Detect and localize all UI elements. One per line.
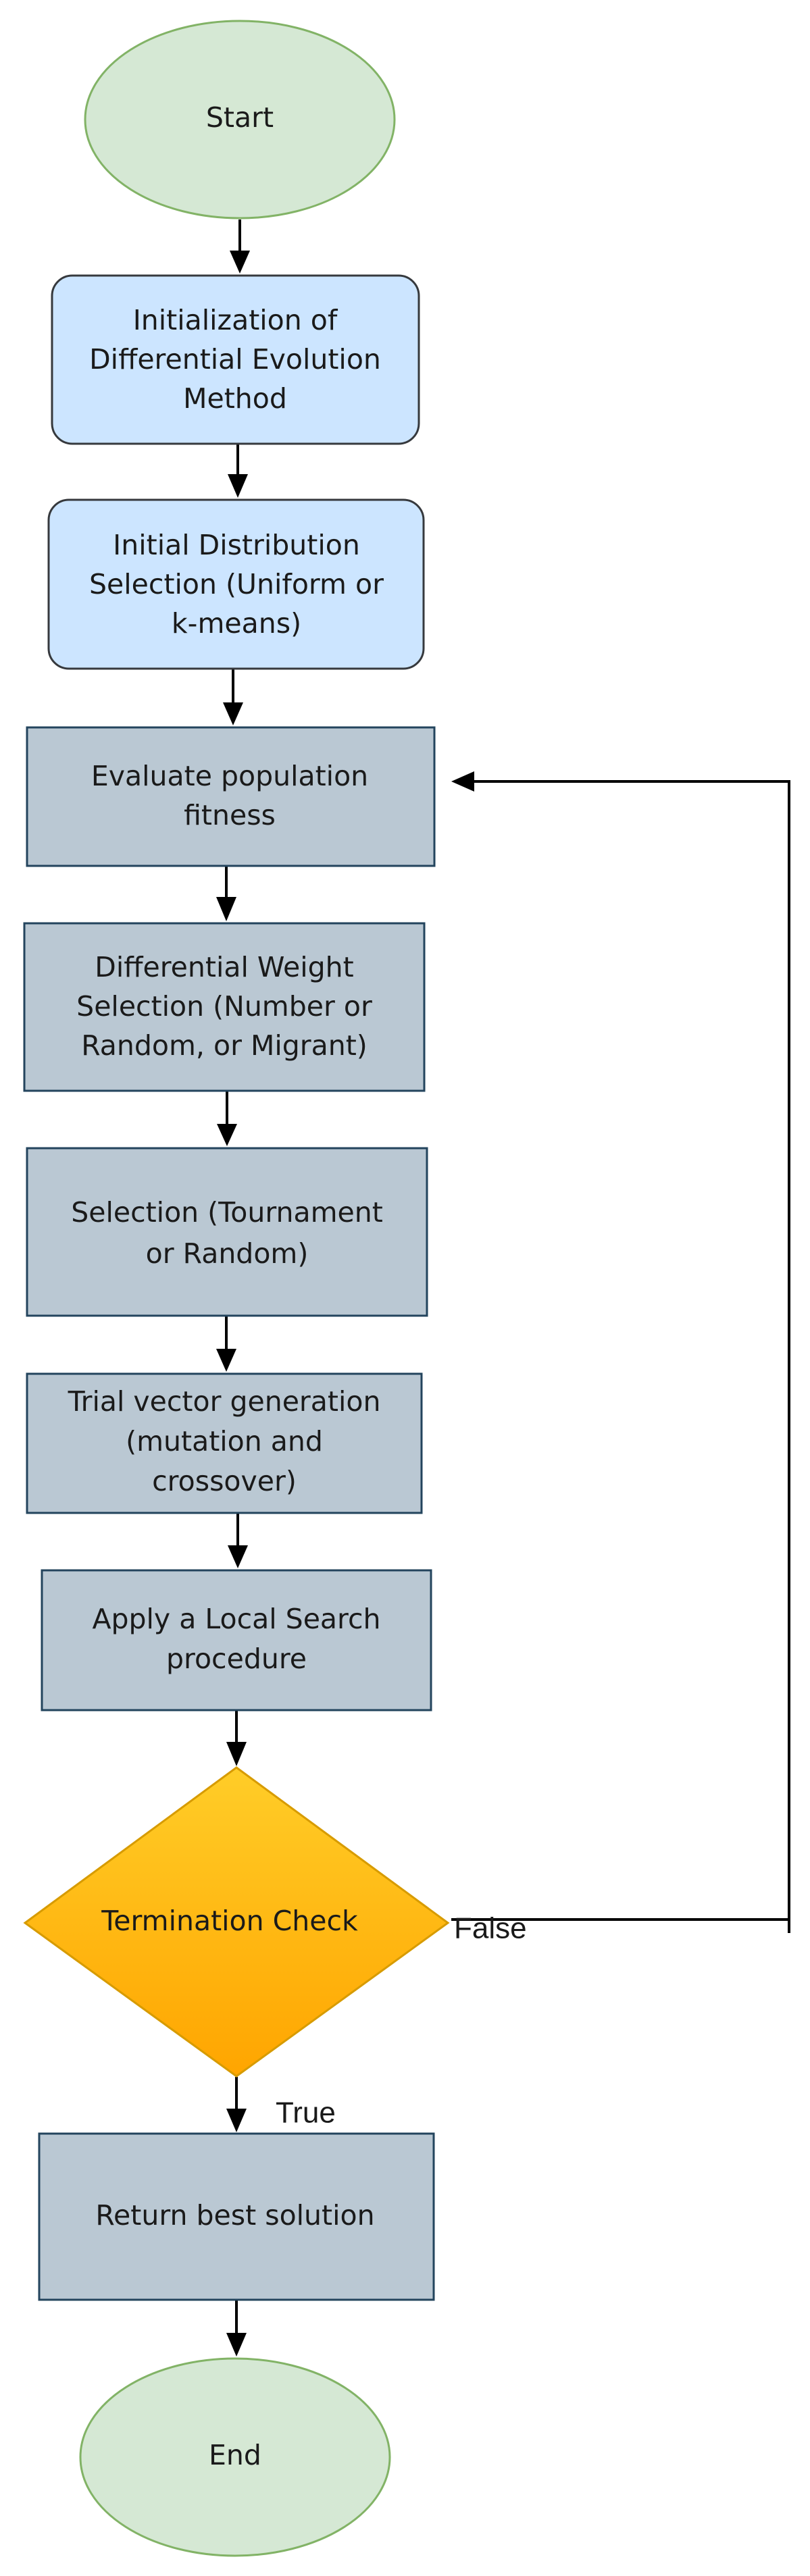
edge-termination-false-loop xyxy=(451,771,790,1933)
selection-label-line-1: Selection (Tournament xyxy=(71,1196,383,1229)
return-best-node: Return best solution xyxy=(38,2132,435,2301)
local-search-label-line-2: procedure xyxy=(166,1643,307,1675)
edge-start-to-init xyxy=(230,220,250,274)
init-node: Initialization of Differential Evolution… xyxy=(51,274,420,445)
local-search-label-line-1: Apply a Local Search xyxy=(92,1603,380,1635)
init-label-line-1: Initialization of xyxy=(133,304,338,336)
termination-node: Termination Check xyxy=(23,1766,450,2078)
selection-label-line-2: or Random) xyxy=(146,1237,309,1270)
trial-node: Trial vector generation (mutation and cr… xyxy=(26,1372,423,1514)
return-best-label: Return best solution xyxy=(95,2199,374,2232)
edge-return-to-end xyxy=(226,2300,247,2356)
evaluate-label-line-1: Evaluate population xyxy=(91,760,368,792)
weight-label-line-1: Differential Weight xyxy=(95,951,353,983)
end-label: End xyxy=(209,2439,261,2471)
evaluate-node: Evaluate population fitness xyxy=(26,726,436,867)
weight-label-line-2: Selection (Number or xyxy=(76,990,372,1023)
start-node: Start xyxy=(84,20,396,220)
termination-label: Termination Check xyxy=(101,1905,358,1937)
distribution-node: Initial Distribution Selection (Uniform … xyxy=(47,498,425,670)
weight-node: Differential Weight Selection (Number or… xyxy=(23,922,426,1092)
edge-localsearch-to-termination xyxy=(226,1710,247,1766)
edge-selection-to-trial xyxy=(216,1316,236,1372)
trial-label-line-1: Trial vector generation xyxy=(68,1385,381,1418)
evaluate-label-line-2: fitness xyxy=(184,799,276,831)
distribution-label-line-3: k-means) xyxy=(172,607,301,640)
edge-termination-to-return-true xyxy=(226,2077,247,2132)
edge-trial-to-localsearch xyxy=(228,1513,248,1568)
true-edge-label: True xyxy=(276,2096,336,2130)
start-label: Start xyxy=(206,101,274,134)
init-label-line-3: Method xyxy=(183,382,287,415)
false-edge-label: False xyxy=(454,1912,527,1945)
selection-node: Selection (Tournament or Random) xyxy=(26,1147,428,1317)
trial-label-line-3: crossover) xyxy=(152,1465,297,1497)
trial-label-line-2: (mutation and xyxy=(126,1425,323,1458)
end-node: End xyxy=(79,2357,391,2557)
init-label-line-2: Differential Evolution xyxy=(89,343,381,376)
weight-label-line-3: Random, or Migrant) xyxy=(81,1029,368,1062)
edge-distribution-to-evaluate xyxy=(223,669,243,725)
distribution-label-line-1: Initial Distribution xyxy=(113,529,360,561)
edge-init-to-distribution xyxy=(228,444,248,498)
edge-evaluate-to-weight xyxy=(216,866,236,921)
edge-weight-to-selection xyxy=(217,1091,237,1146)
distribution-label-line-2: Selection (Uniform or xyxy=(89,568,384,600)
local-search-node: Apply a Local Search procedure xyxy=(41,1569,432,1711)
